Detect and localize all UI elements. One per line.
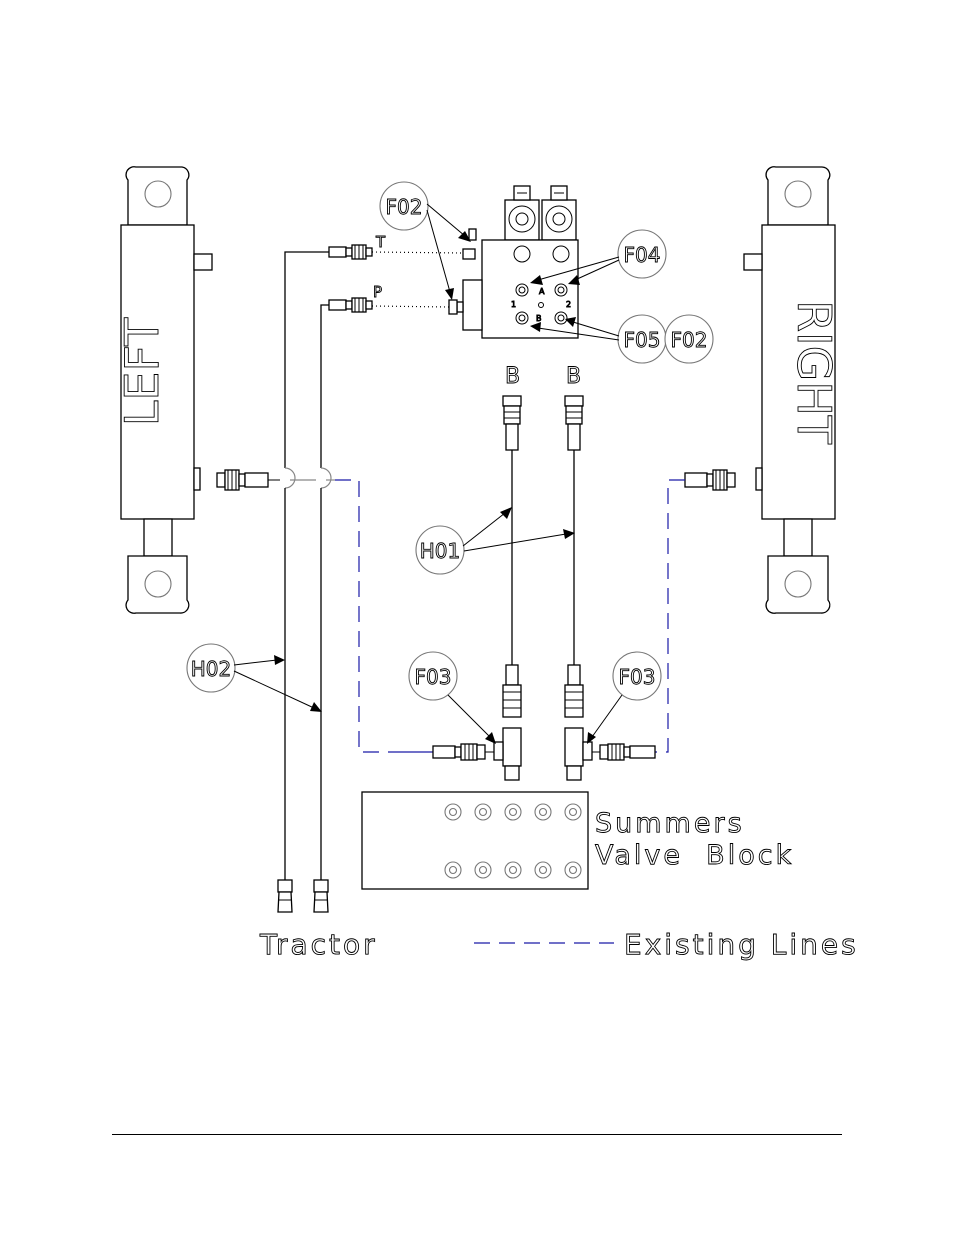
tank-port-label: T — [375, 233, 386, 251]
left-cylinder: LEFT — [115, 167, 212, 613]
svg-text:F04: F04 — [624, 243, 661, 267]
svg-text:F03: F03 — [415, 665, 452, 689]
callout-f03-left: F03 — [409, 652, 496, 744]
svg-text:F02: F02 — [671, 328, 708, 352]
callout-f03-right: F03 — [587, 652, 661, 744]
svg-text:H02: H02 — [191, 657, 232, 681]
left-cylinder-fitting — [217, 470, 268, 490]
b-lines: B B — [503, 364, 583, 717]
svg-text:F05: F05 — [624, 328, 661, 352]
valve-block-label-line1: Summers — [595, 808, 745, 839]
valve-port-a: A — [539, 287, 545, 296]
legend: Tractor Existing Lines — [259, 928, 859, 961]
pressure-port-label: P — [373, 283, 382, 301]
left-cylinder-label: LEFT — [115, 317, 169, 426]
tractor-couplers — [278, 880, 328, 912]
right-cylinder-label: RIGHT — [787, 300, 841, 445]
svg-text:H01: H01 — [420, 539, 461, 563]
tractor-label: Tractor — [259, 928, 378, 961]
footer-rule — [112, 1134, 842, 1135]
valve-port-b: B — [536, 314, 542, 323]
valve-port-2: 2 — [566, 300, 571, 309]
callout-f02-top: F02 — [380, 182, 471, 300]
b-line-right-label: B — [566, 364, 581, 389]
right-cylinder: RIGHT — [744, 167, 841, 613]
svg-text:F02: F02 — [386, 195, 423, 219]
svg-text:F03: F03 — [619, 665, 656, 689]
summers-valve-block: Summers Valve Block — [362, 792, 794, 889]
callout-h02: H02 — [187, 644, 322, 712]
directional-valve: A B 1 2 — [449, 186, 578, 338]
tee-fitting-right — [565, 728, 655, 780]
right-cylinder-fitting — [685, 470, 735, 490]
callout-h01: H01 — [416, 507, 575, 574]
valve-port-1: 1 — [511, 300, 516, 309]
b-line-left-label: B — [505, 364, 520, 389]
valve-block-label-line2: Valve Block — [595, 840, 794, 871]
tee-fitting-left — [433, 728, 521, 780]
existing-lines-label: Existing Lines — [624, 928, 859, 961]
